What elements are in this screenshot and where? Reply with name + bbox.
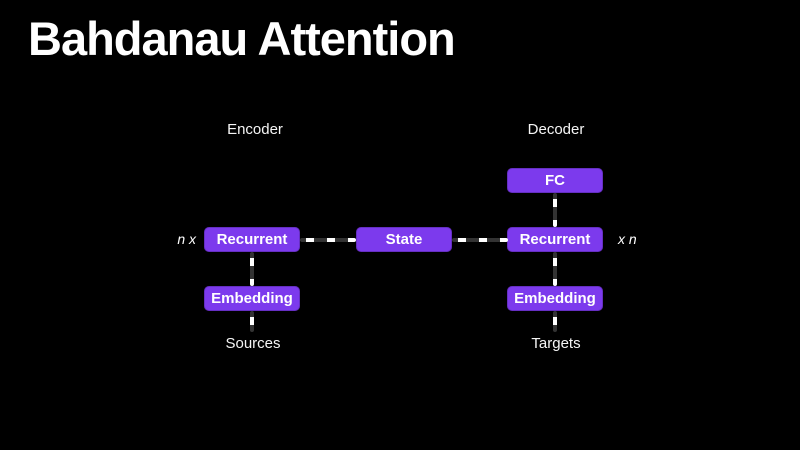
- fc-box: FC: [507, 168, 603, 193]
- decoder-repeat-label: x n: [618, 231, 637, 247]
- encoder-recurrent-box: Recurrent: [204, 227, 300, 252]
- targets-label: Targets: [531, 335, 581, 352]
- sources-label: Sources: [225, 335, 281, 352]
- decoder-embedding-box: Embedding: [507, 286, 603, 311]
- encoder-embedding-box: Embedding: [204, 286, 300, 311]
- encoder-section-label: Encoder: [227, 121, 283, 138]
- connector-encoder-recurrent-to-state: [300, 238, 356, 242]
- connector-encoder-recurrent-to-embedding: [250, 252, 254, 286]
- decoder-recurrent-box: Recurrent: [507, 227, 603, 252]
- connector-decoder-recurrent-to-embedding: [553, 252, 557, 286]
- connector-encoder-embedding-to-sources: [250, 311, 254, 332]
- connector-fc-to-decoder-recurrent: [553, 193, 557, 227]
- state-box: State: [356, 227, 452, 252]
- connector-decoder-embedding-to-targets: [553, 311, 557, 332]
- slide-title: Bahdanau Attention: [28, 12, 456, 65]
- decoder-section-label: Decoder: [527, 121, 585, 138]
- encoder-repeat-label: n x: [177, 231, 196, 247]
- connector-state-to-decoder-recurrent: [452, 238, 508, 242]
